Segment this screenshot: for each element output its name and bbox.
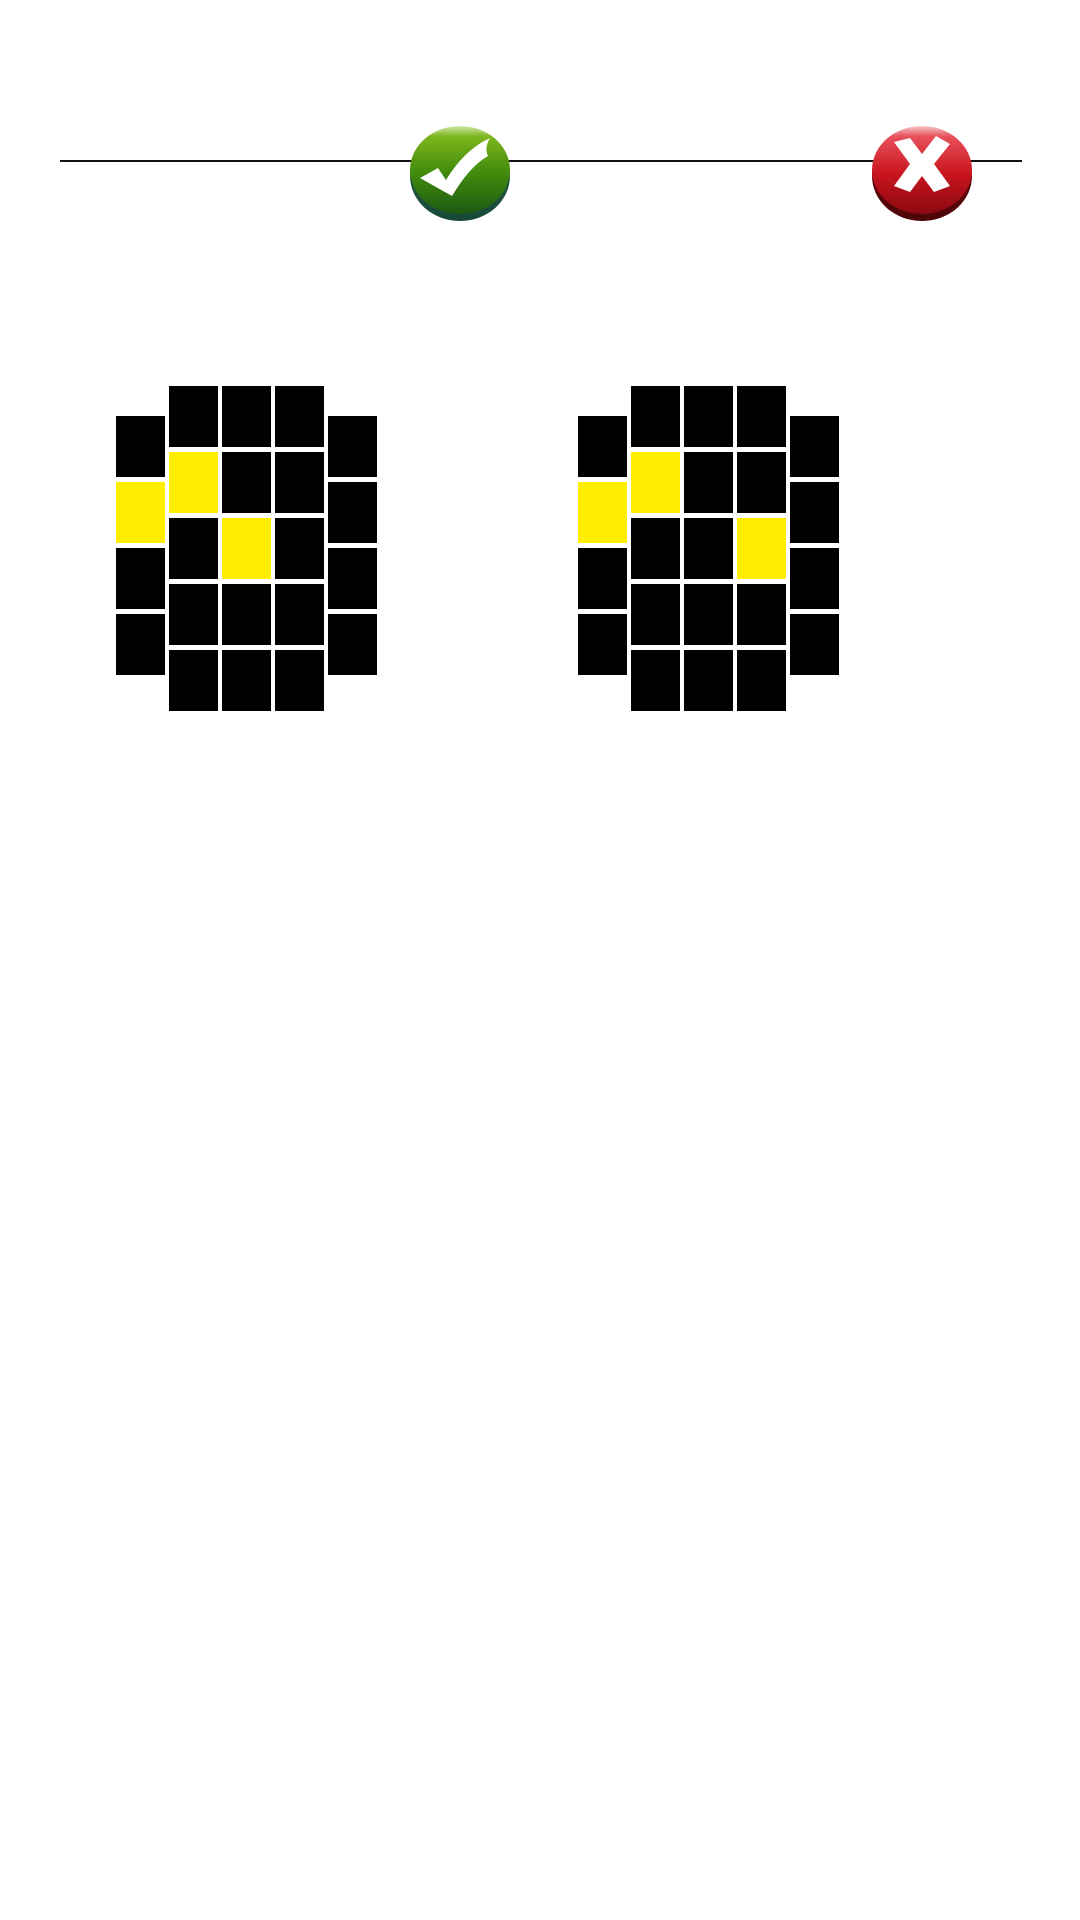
board-cell	[631, 650, 680, 711]
board-cell	[737, 386, 786, 447]
board-cell	[275, 386, 324, 447]
green-checkmark-icon	[410, 126, 510, 221]
header-divider	[60, 160, 1022, 162]
board-cell	[790, 416, 839, 477]
board-cell	[684, 650, 733, 711]
board-cell	[328, 416, 377, 477]
board-cell	[116, 548, 165, 609]
board-cell-lit	[737, 518, 786, 579]
board-cell	[275, 650, 324, 711]
board-cell	[275, 452, 324, 513]
board-cell	[328, 614, 377, 675]
board-cell	[275, 584, 324, 645]
red-x-icon	[872, 126, 972, 221]
board-cell	[737, 452, 786, 513]
example-incorrect	[578, 386, 842, 714]
board-cell-lit	[578, 482, 627, 543]
board-cell	[169, 650, 218, 711]
board-cell	[116, 614, 165, 675]
board-cell	[578, 548, 627, 609]
board-cell	[790, 482, 839, 543]
board-cell	[328, 482, 377, 543]
board-cell	[222, 650, 271, 711]
board-cell	[684, 386, 733, 447]
board-cell	[631, 518, 680, 579]
board-cell	[631, 584, 680, 645]
board-cell-lit	[222, 518, 271, 579]
board-cell	[169, 386, 218, 447]
board-cell	[631, 386, 680, 447]
board-cell	[169, 518, 218, 579]
board-cell	[275, 518, 324, 579]
board-cell-lit	[116, 482, 165, 543]
board-cell	[684, 518, 733, 579]
board-cell	[578, 416, 627, 477]
board-cell	[737, 650, 786, 711]
board-cell	[790, 548, 839, 609]
board-cell	[169, 584, 218, 645]
board-cell	[737, 584, 786, 645]
hex-board	[116, 386, 380, 714]
hex-board	[578, 386, 842, 714]
example-correct	[116, 386, 380, 714]
board-cell-lit	[631, 452, 680, 513]
board-cell-lit	[169, 452, 218, 513]
board-cell	[328, 548, 377, 609]
board-cell	[116, 416, 165, 477]
board-cell	[684, 452, 733, 513]
board-cell	[790, 614, 839, 675]
board-cell	[578, 614, 627, 675]
board-cell	[222, 584, 271, 645]
board-cell	[222, 386, 271, 447]
board-cell	[222, 452, 271, 513]
board-cell	[684, 584, 733, 645]
